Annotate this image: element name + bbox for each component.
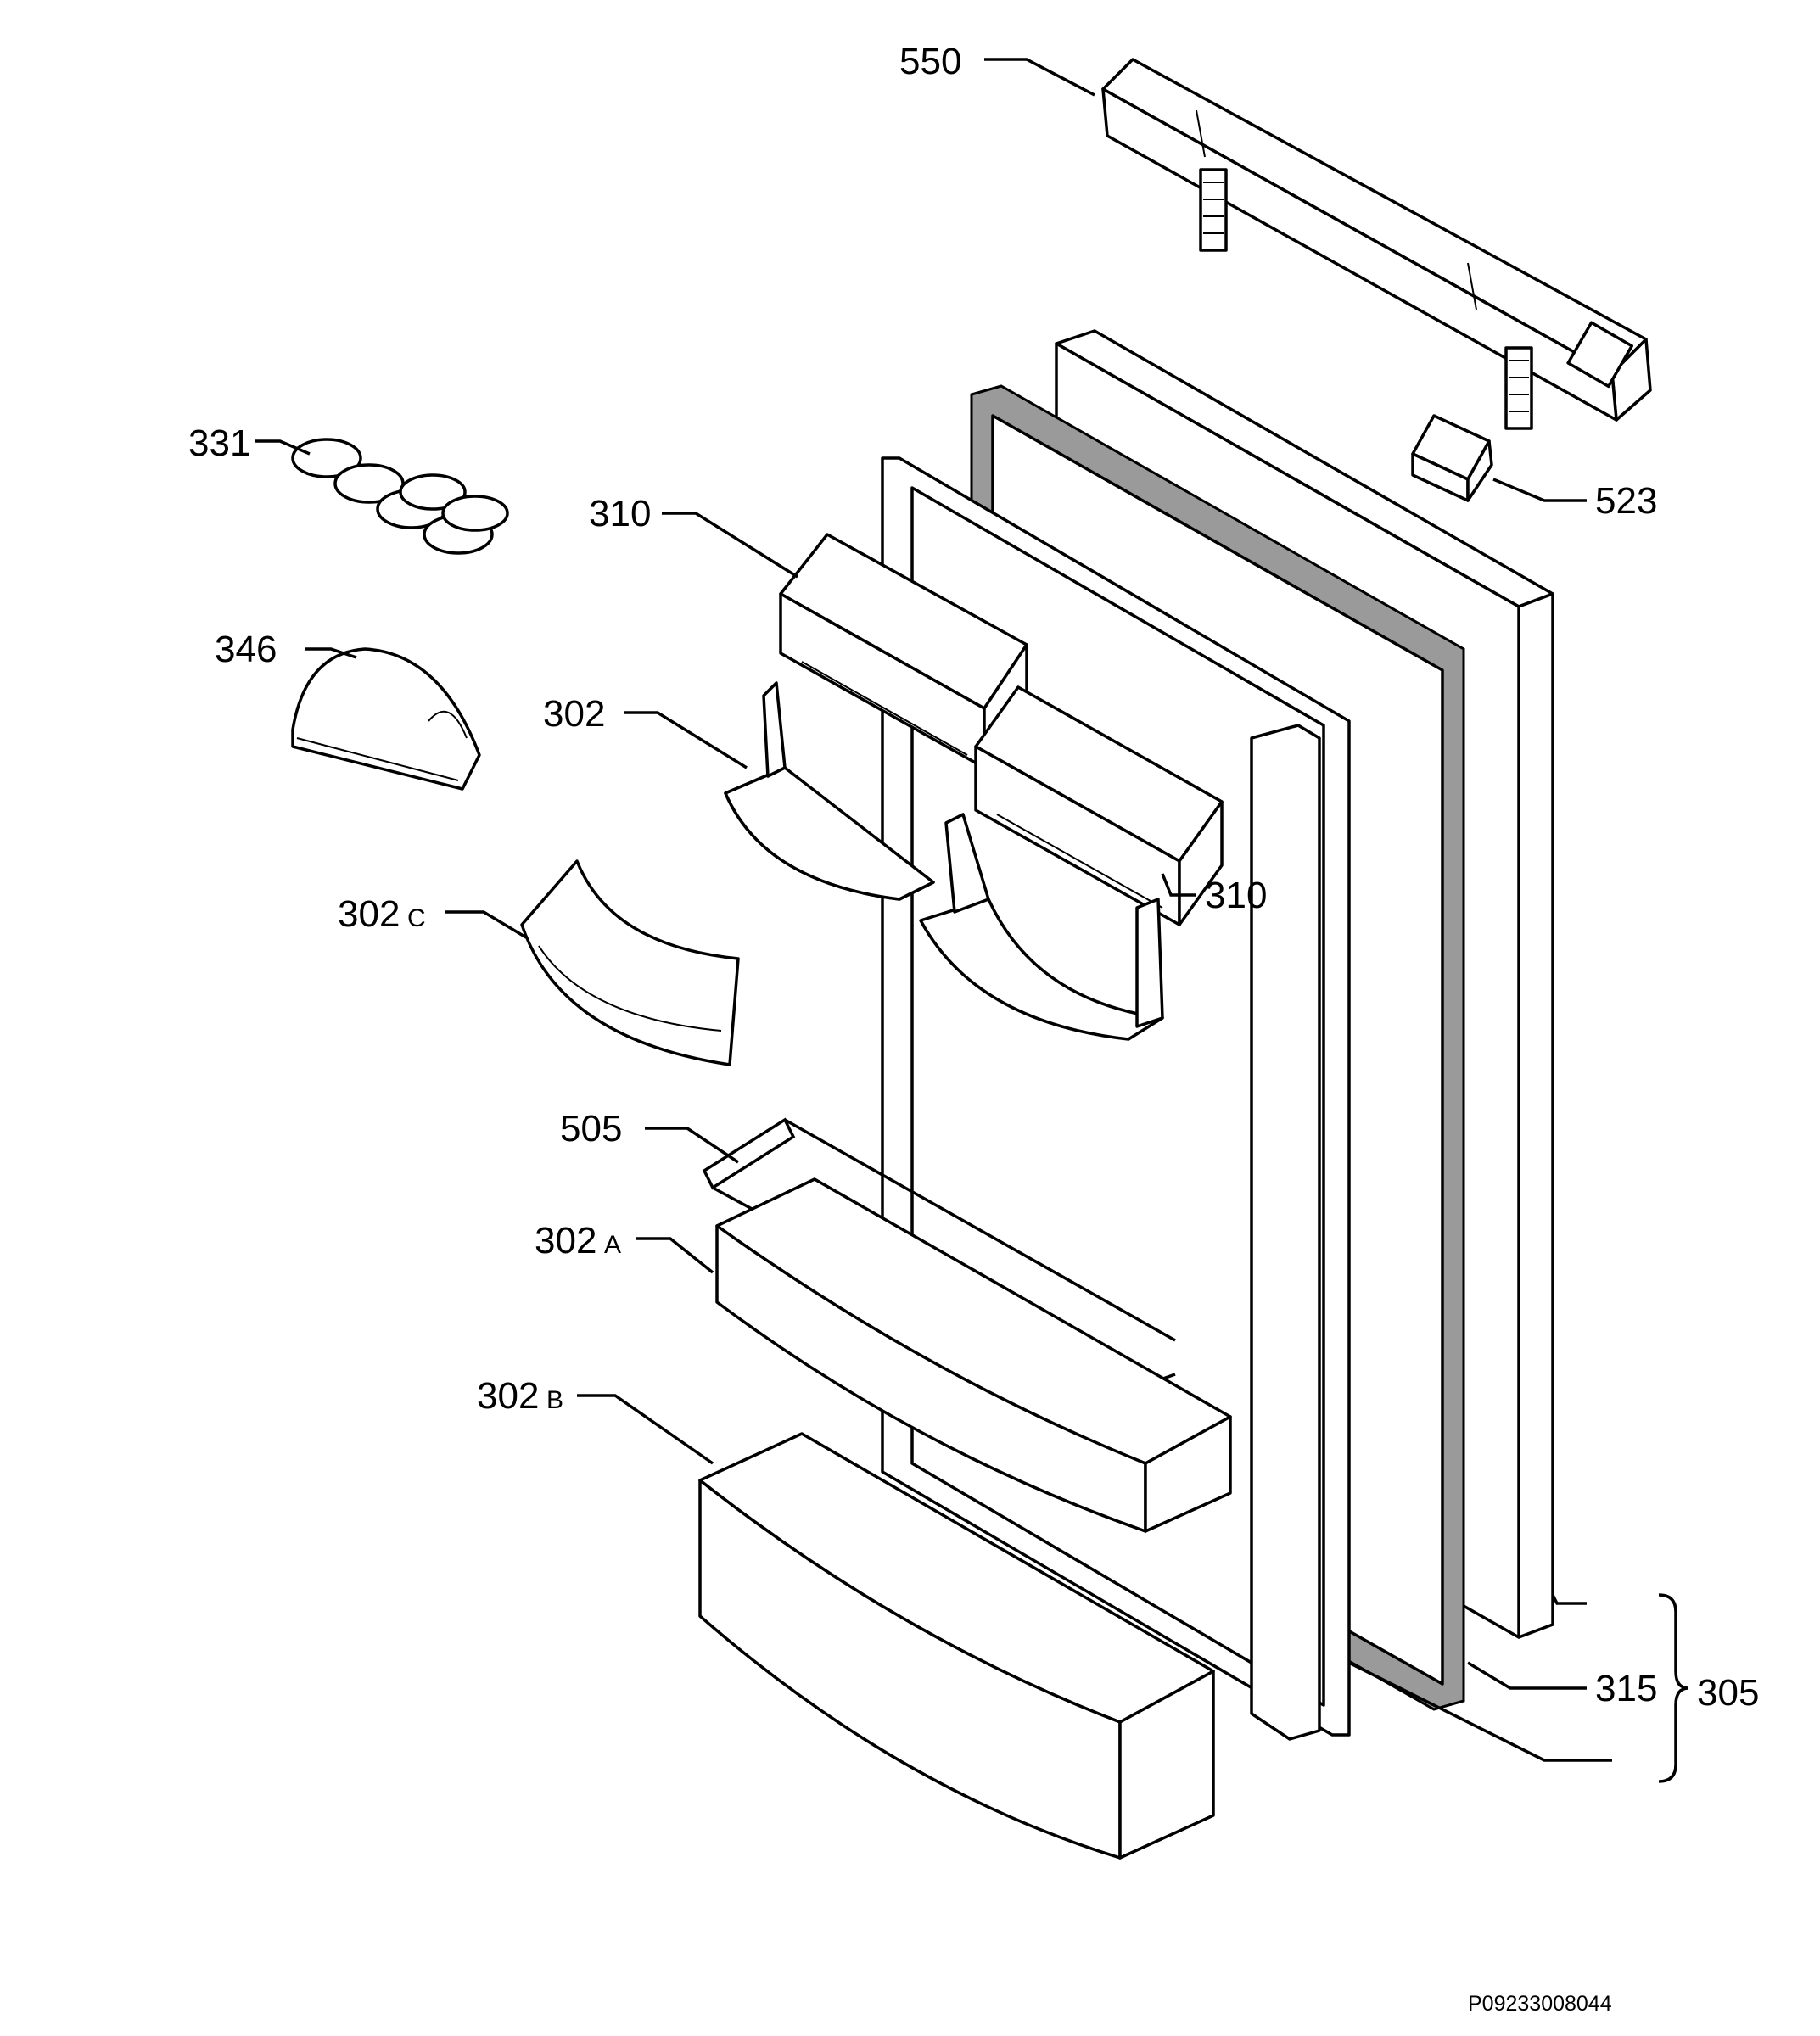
label-315: 315 — [1595, 1668, 1657, 1709]
label-310-lower: 310 — [1205, 875, 1267, 916]
part-310-dairy-compartment-lower — [974, 685, 1224, 926]
part-302b-bottle-shelf — [698, 1432, 1215, 1860]
label-523: 523 — [1595, 480, 1657, 522]
label-305: 305 — [1697, 1672, 1759, 1714]
label-346: 346 — [215, 629, 277, 670]
label-302c: 302 C — [338, 893, 426, 935]
label-550: 550 — [899, 41, 961, 82]
label-302c-number: 302 — [338, 893, 400, 935]
label-302a-number: 302 — [535, 1220, 596, 1261]
label-302b: 302 B — [477, 1375, 563, 1417]
part-523-clip — [1411, 414, 1493, 502]
part-302c-small-shelf — [520, 859, 740, 1066]
part-550-hinge-cover — [1101, 58, 1652, 430]
label-302: 302 — [543, 693, 605, 735]
label-302b-number: 302 — [477, 1375, 539, 1417]
drawing-code: P09233008044 — [1468, 1992, 1612, 2016]
label-505: 505 — [560, 1108, 622, 1149]
label-302b-suffix: B — [546, 1386, 563, 1414]
part-331-egg-tray — [291, 438, 509, 555]
part-302a-bottle-shelf — [715, 1177, 1232, 1533]
label-302a: 302 A — [535, 1220, 621, 1261]
part-346-cover — [291, 647, 481, 791]
leader-lines — [255, 58, 1689, 1783]
part-302-door-shelf-upper — [724, 681, 1164, 1041]
label-302a-suffix: A — [604, 1231, 621, 1259]
label-331: 331 — [188, 422, 250, 464]
label-310-upper: 310 — [589, 493, 651, 534]
label-302c-suffix: C — [407, 904, 426, 932]
